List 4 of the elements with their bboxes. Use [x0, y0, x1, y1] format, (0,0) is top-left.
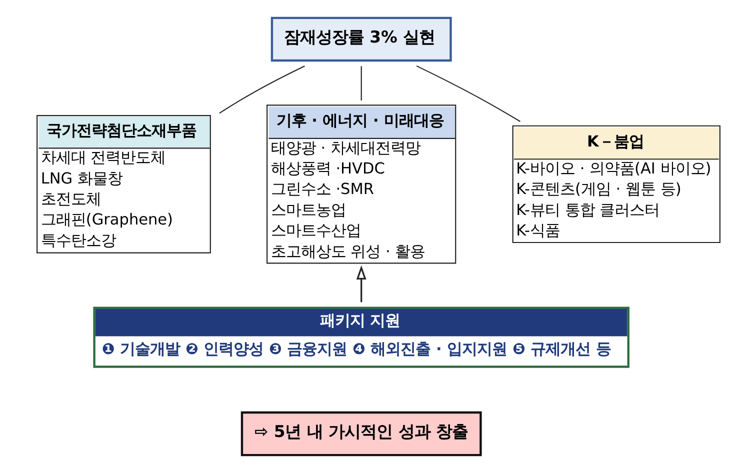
- connector: [416, 65, 520, 122]
- connector: [360, 66, 362, 101]
- connector: [218, 66, 304, 114]
- arrow: [356, 265, 366, 302]
